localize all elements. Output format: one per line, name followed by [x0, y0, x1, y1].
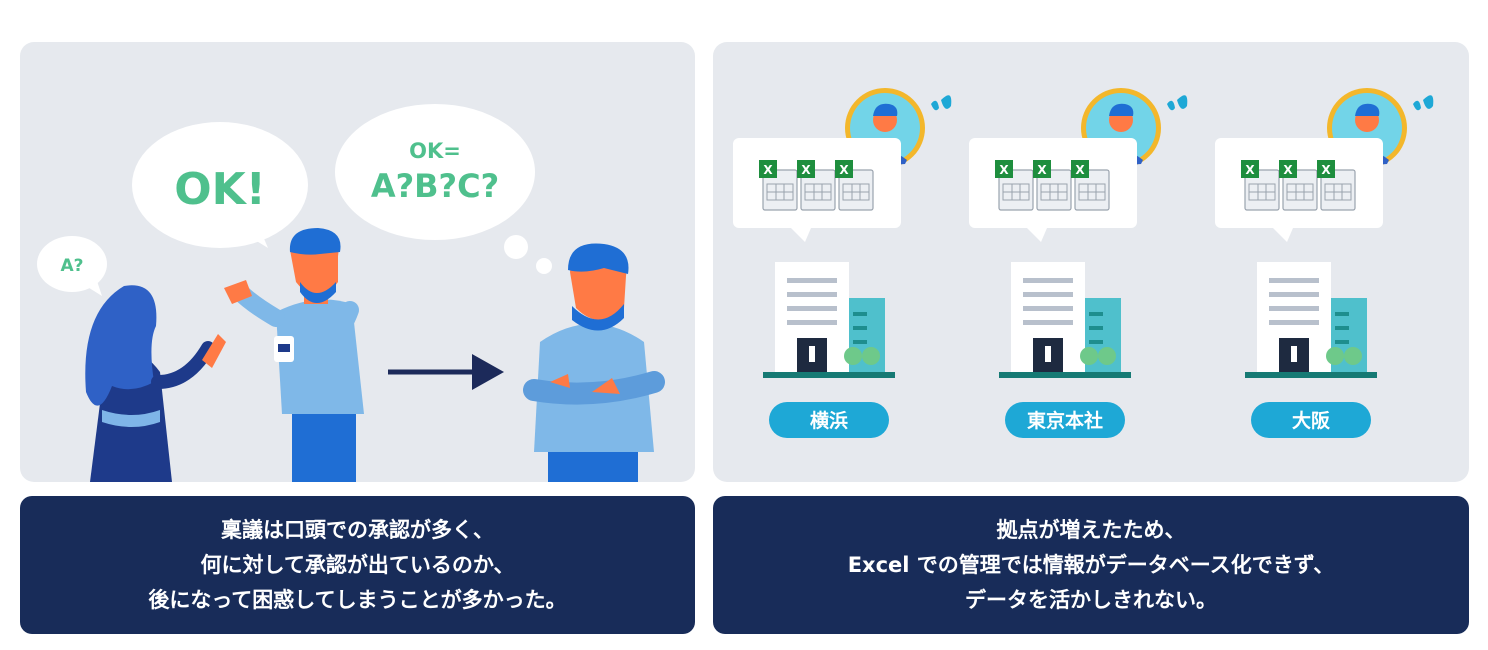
excel-icon: X: [839, 163, 849, 177]
excel-icon: X: [1245, 163, 1255, 177]
office-yokohama: X X X 横浜: [733, 88, 952, 438]
arrow-right-icon: [388, 354, 504, 390]
woman-figure: [85, 285, 226, 482]
excel-icon: X: [763, 163, 773, 177]
bubble-ok-text: OK!: [174, 164, 266, 215]
caption-line: 拠点が増えたため、: [996, 517, 1186, 542]
excel-files-osaka: X X X: [1240, 159, 1356, 211]
speech-bubble-ok: OK!: [132, 122, 308, 248]
office-label-osaka: 大阪: [1292, 409, 1331, 432]
excel-files-yokohama: X X X: [758, 159, 874, 211]
caption-line: 何に対して承認が出ているのか、: [200, 552, 515, 577]
offices-scene: X X X 横浜 X X X 東京本社 X X X 大阪: [733, 88, 1434, 438]
excel-icon: X: [1321, 163, 1331, 177]
caption-excel-problem: 拠点が増えたため、 Excel での管理では情報がデータベース化できず、 データ…: [713, 496, 1469, 634]
caption-line: Excel での管理では情報がデータベース化できず、: [847, 552, 1335, 577]
caption-line: 後になって困惑してしまうことが多かった。: [148, 587, 567, 612]
office-tokyo-hq: X X X 東京本社: [969, 88, 1188, 438]
bubble-small-text: A?: [60, 256, 83, 276]
confused-man-figure: [523, 243, 665, 482]
office-osaka: X X X 大阪: [1215, 88, 1434, 438]
speech-bubble-small: A?: [37, 236, 107, 296]
excel-icon: X: [999, 163, 1009, 177]
thought-bubble-question: OK= A?B?C?: [335, 104, 552, 274]
excel-icon: X: [1037, 163, 1047, 177]
branch-offices-illustration: X X X 横浜 X X X 東京本社 X X X 大阪: [713, 42, 1469, 482]
excel-icon: X: [1283, 163, 1293, 177]
excel-files-tokyo: X X X: [994, 159, 1110, 211]
office-label-tokyo: 東京本社: [1027, 409, 1103, 432]
excel-icon: X: [801, 163, 811, 177]
caption-approval-problem: 稟議は口頭での承認が多く、 何に対して承認が出ているのか、 後になって困惑してし…: [20, 496, 695, 634]
approval-scene: OK! OK= A?B?C? A?: [37, 104, 665, 482]
caption-line: 稟議は口頭での承認が多く、: [221, 517, 494, 542]
excel-icon: X: [1075, 163, 1085, 177]
caption-line: データを活かしきれない。: [965, 587, 1217, 612]
man-with-cup-figure: [224, 228, 364, 482]
approval-confusion-illustration: OK! OK= A?B?C? A?: [20, 42, 695, 482]
bubble-question-line1: OK=: [409, 139, 461, 163]
bubble-question-line2: A?B?C?: [371, 167, 499, 205]
office-label-yokohama: 横浜: [810, 409, 848, 432]
